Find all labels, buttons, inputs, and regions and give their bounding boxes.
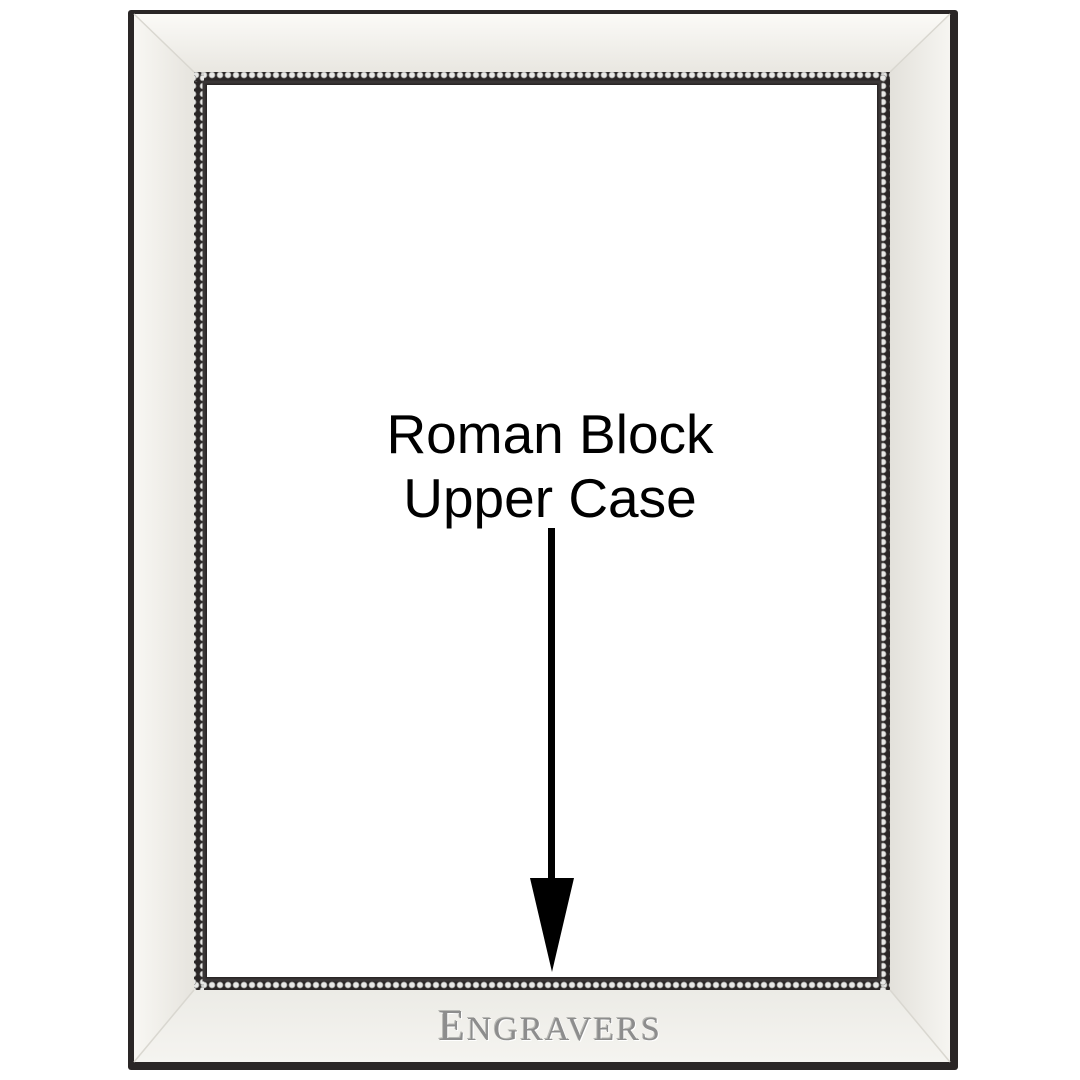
caption-line-2: Upper Case [403,467,697,529]
engraving-first-letter: E [438,1001,467,1050]
picture-frame [128,10,958,1070]
font-style-caption: Roman Block Upper Case [300,402,800,530]
engraving-rest: NGRAVERS [467,1011,662,1048]
caption-line-1: Roman Block [386,403,714,465]
engraving-sample: ENGRAVERS [340,1000,760,1051]
frame-art [128,10,958,1070]
down-arrow-icon [530,528,574,972]
